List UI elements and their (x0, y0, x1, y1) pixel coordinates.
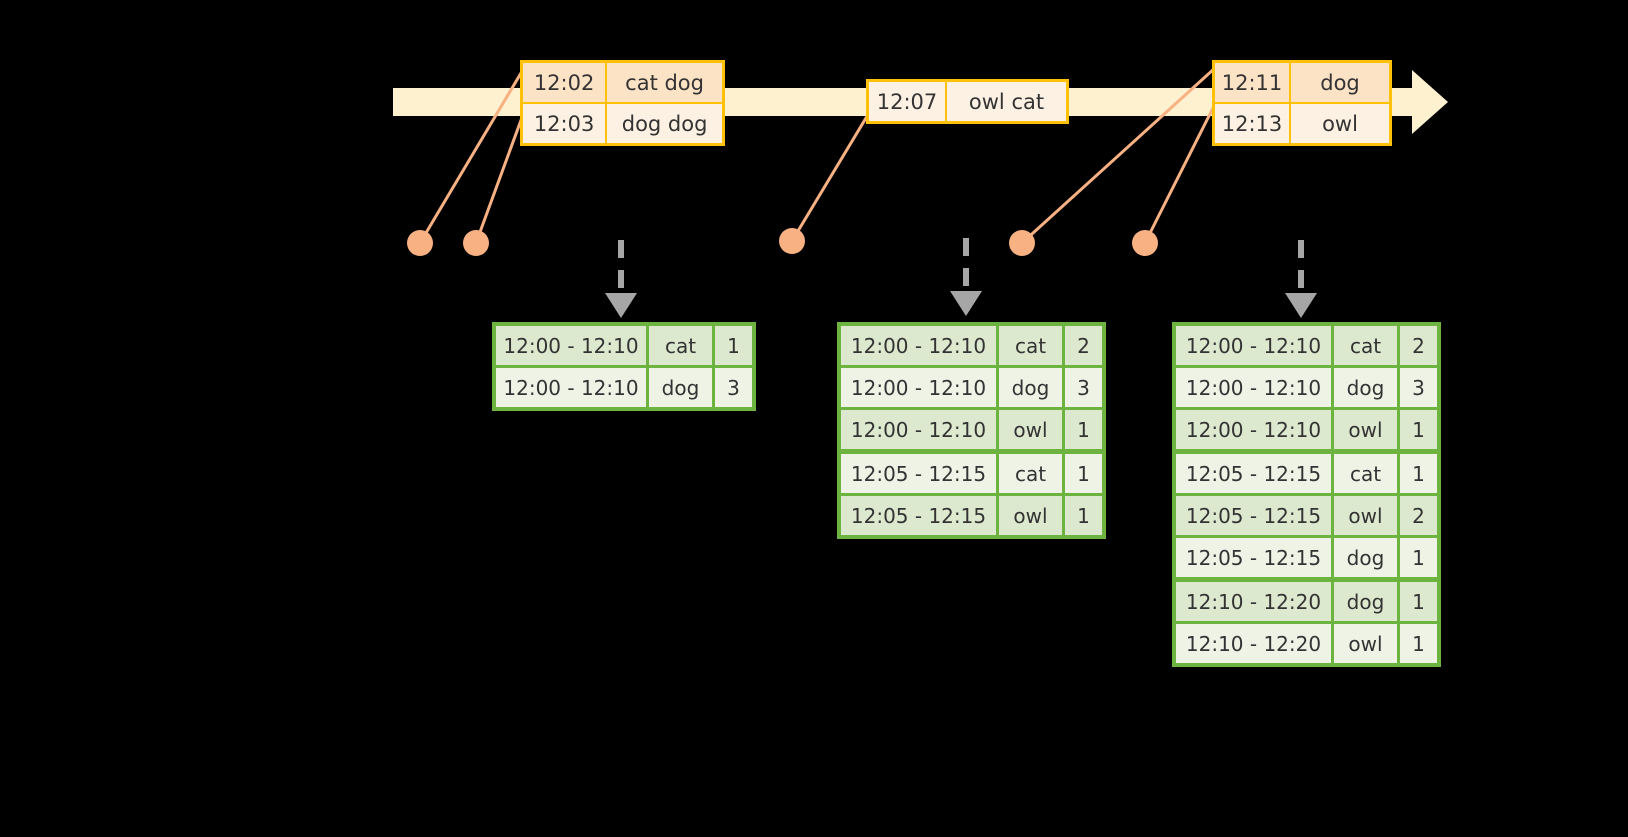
cell-window: 12:10 - 12:20 (1176, 624, 1331, 663)
event-row: 12:13 owl (1215, 102, 1389, 143)
cell-word: owl (1331, 496, 1397, 535)
cell-count: 3 (1062, 368, 1102, 407)
event-box-group-2[interactable]: 12:07 owl cat (866, 79, 1069, 124)
cell-word: cat (646, 326, 712, 365)
event-time: 12:13 (1215, 104, 1291, 143)
cell-count: 2 (1397, 326, 1437, 365)
cell-window: 12:00 - 12:10 (1176, 368, 1331, 407)
cell-window: 12:00 - 12:10 (841, 410, 996, 449)
cell-window: 12:05 - 12:15 (841, 454, 996, 493)
event-box-group-1[interactable]: 12:02 cat dog 12:03 dog dog (520, 60, 725, 146)
connector-line-12-03 (474, 111, 526, 244)
cell-word: cat (1331, 326, 1397, 365)
event-time: 12:11 (1215, 63, 1291, 102)
event-row: 12:07 owl cat (869, 82, 1066, 121)
cell-word: owl (1331, 624, 1397, 663)
cell-window: 12:05 - 12:15 (1176, 496, 1331, 535)
cell-word: dog (1331, 538, 1397, 577)
trigger-dot-12-11-icon (1009, 230, 1035, 256)
cell-count: 3 (712, 368, 752, 407)
cell-window: 12:00 - 12:10 (1176, 410, 1331, 449)
cell-word: cat (996, 326, 1062, 365)
trigger-dot-12-02-icon (407, 230, 433, 256)
cell-window: 12:00 - 12:10 (841, 368, 996, 407)
cell-count: 2 (1397, 496, 1437, 535)
event-words: dog (1320, 70, 1360, 95)
cell-window: 12:00 - 12:10 (496, 326, 646, 365)
timeline-arrowhead-icon (1412, 70, 1448, 134)
event-row: 12:11 dog (1215, 63, 1389, 102)
cell-count: 1 (1397, 454, 1437, 493)
event-box-group-3[interactable]: 12:11 dog 12:13 owl (1212, 60, 1392, 146)
cell-word: dog (996, 368, 1062, 407)
trigger-dot-12-07-icon (779, 228, 805, 254)
event-words: owl (1322, 111, 1358, 136)
cell-word: dog (1331, 368, 1397, 407)
cell-window: 12:00 - 12:10 (1176, 326, 1331, 365)
cell-word: owl (996, 410, 1062, 449)
cell-count: 1 (1062, 496, 1102, 535)
cell-window: 12:05 - 12:15 (1176, 454, 1331, 493)
connector-line-12-13 (1143, 103, 1217, 244)
cell-word: dog (1331, 582, 1397, 621)
cell-window: 12:00 - 12:10 (496, 368, 646, 407)
event-row: 12:02 cat dog (523, 63, 722, 102)
trigger-dot-12-13-icon (1132, 230, 1158, 256)
connector-line-12-07 (790, 107, 874, 242)
event-words: dog dog (621, 111, 708, 136)
cell-word: cat (996, 454, 1062, 493)
cell-count: 3 (1397, 368, 1437, 407)
event-time: 12:02 (523, 63, 608, 102)
cell-word: owl (1331, 410, 1397, 449)
cell-window: 12:05 - 12:15 (1176, 538, 1331, 577)
cell-count: 1 (712, 326, 752, 365)
event-time: 12:07 (869, 82, 947, 121)
event-words: cat dog (625, 70, 704, 95)
cell-count: 1 (1397, 538, 1437, 577)
dashed-arrow-heads (605, 291, 1317, 318)
cell-count: 2 (1062, 326, 1102, 365)
event-row: 12:03 dog dog (523, 102, 722, 143)
trigger-dots (407, 228, 1158, 256)
cell-count: 1 (1397, 582, 1437, 621)
cell-count: 1 (1062, 410, 1102, 449)
cell-word: owl (996, 496, 1062, 535)
dashed-arrowhead-icon-2 (950, 291, 982, 316)
cell-count: 1 (1062, 454, 1102, 493)
cell-window: 12:00 - 12:10 (841, 326, 996, 365)
cell-count: 1 (1397, 410, 1437, 449)
dashed-arrowhead-icon-3 (1285, 293, 1317, 318)
cell-window: 12:05 - 12:15 (841, 496, 996, 535)
cell-count: 1 (1397, 624, 1437, 663)
event-time: 12:03 (523, 104, 608, 143)
cell-window: 12:10 - 12:20 (1176, 582, 1331, 621)
dashed-arrowhead-icon-1 (605, 293, 637, 318)
trigger-dot-12-03-icon (463, 230, 489, 256)
event-words: owl cat (968, 89, 1045, 114)
cell-word: cat (1331, 454, 1397, 493)
cell-word: dog (646, 368, 712, 407)
